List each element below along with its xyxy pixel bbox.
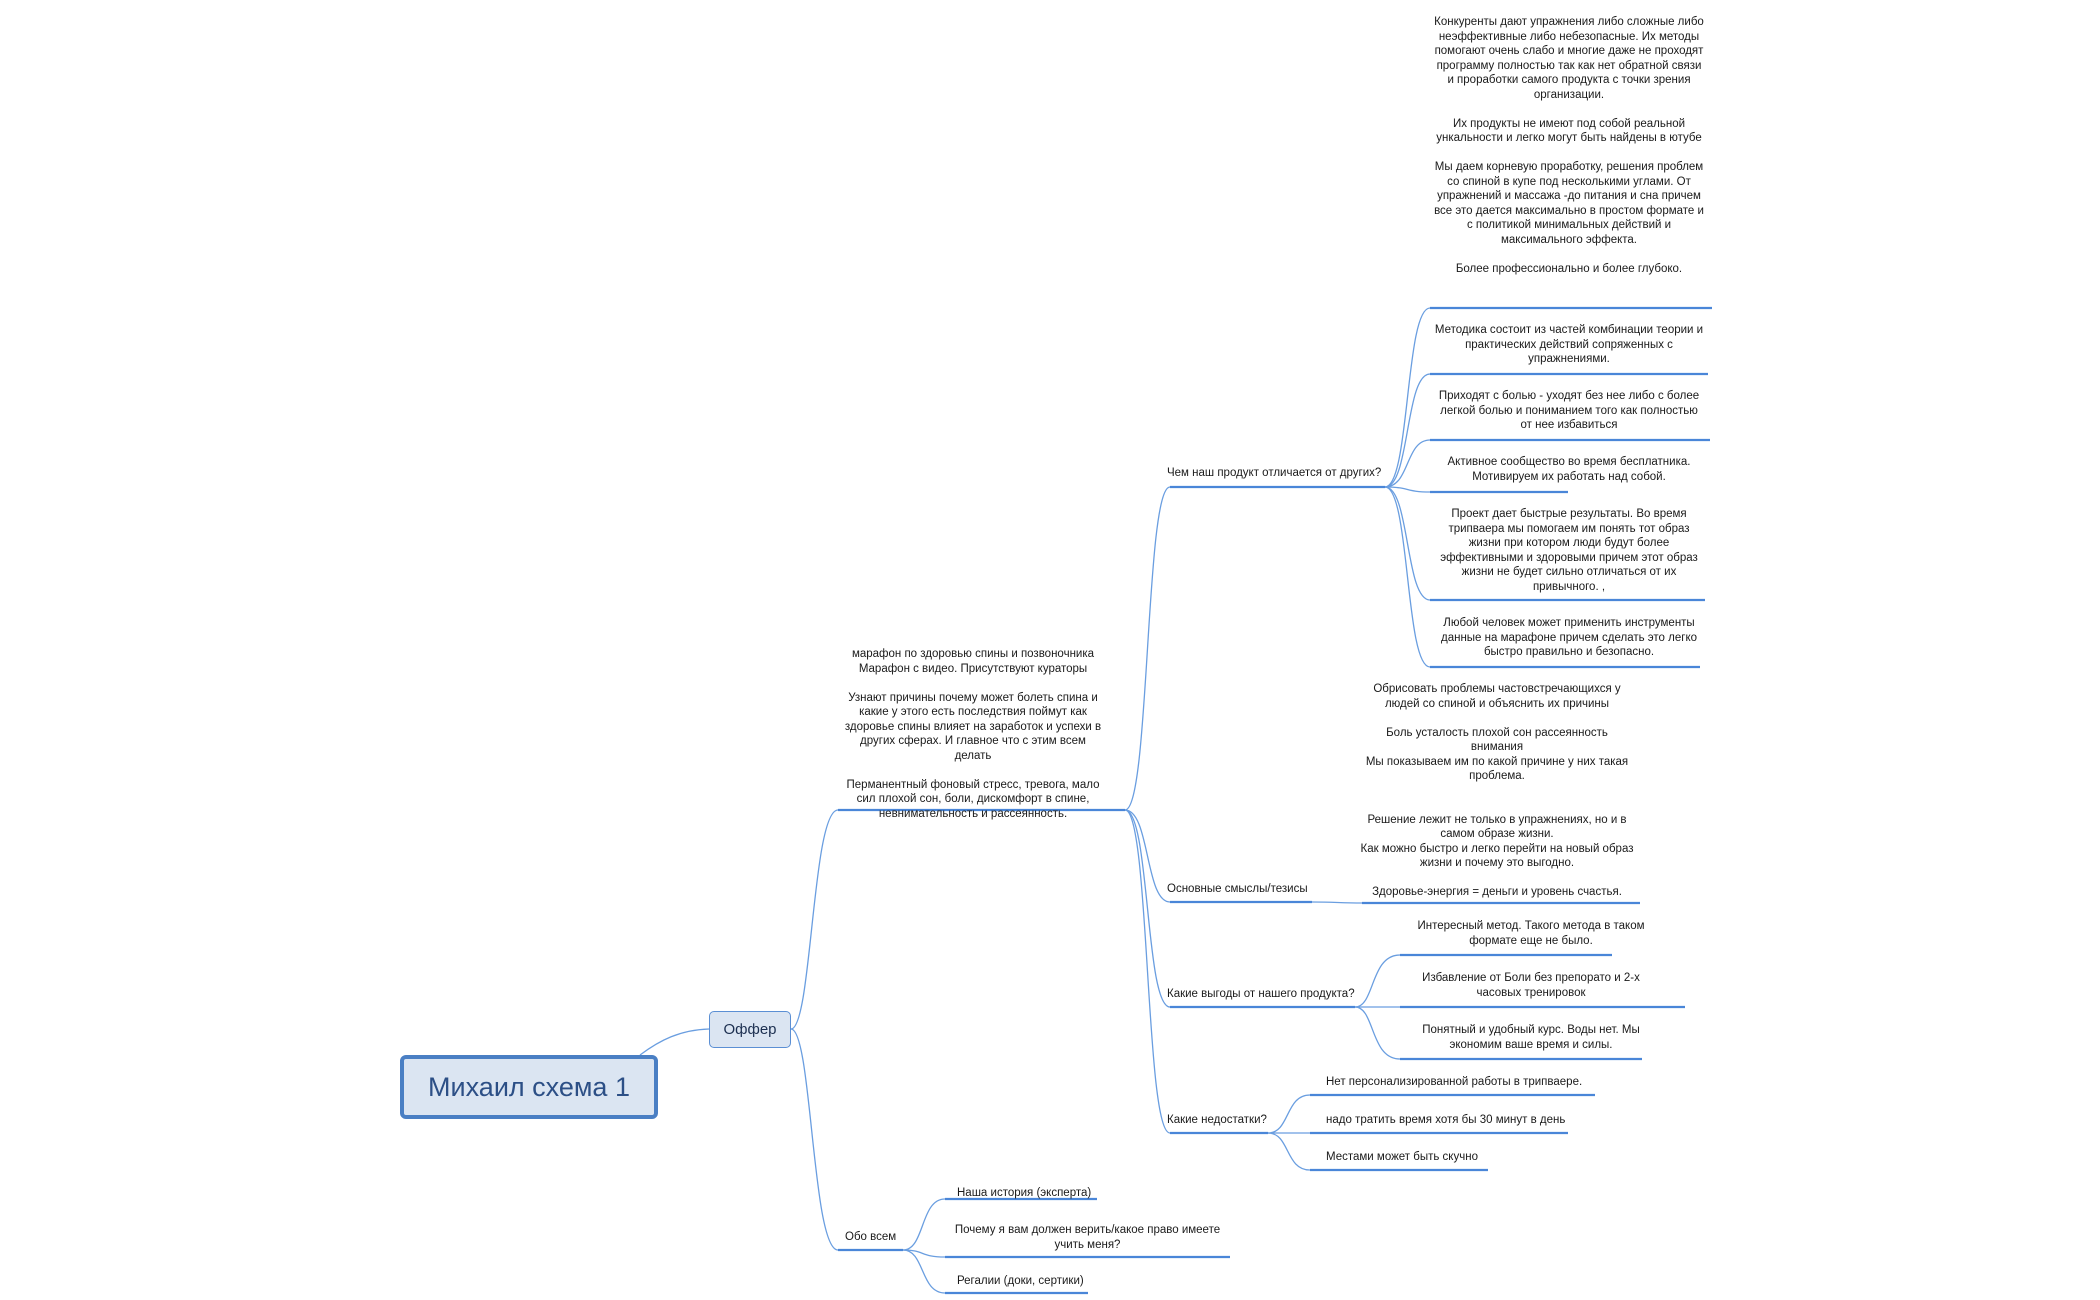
diff-item-results[interactable]: Проект дает быстрые результаты. Во время… bbox=[1440, 508, 1698, 593]
topic-benefits[interactable]: Какие выгоды от нашего продукта? bbox=[1167, 988, 1355, 1000]
diff-item-pain[interactable]: Приходят с болью - уходят без нее либо с… bbox=[1438, 390, 1700, 431]
diff-item-anyone[interactable]: Любой человек может применить инструмент… bbox=[1440, 617, 1697, 658]
about-item-story[interactable]: Наша история (эксперта) bbox=[957, 1187, 1092, 1199]
diff-item-competitors[interactable]: Конкуренты дают упражнения либо сложные … bbox=[1434, 16, 1704, 275]
topic-cons[interactable]: Какие недостатки? bbox=[1167, 1114, 1267, 1126]
con-item-personal[interactable]: Нет персонализированной работы в трипвае… bbox=[1326, 1076, 1583, 1088]
con-item-time[interactable]: надо тратить время хотя бы 30 минут в де… bbox=[1326, 1114, 1566, 1126]
topic-marathon[interactable]: марафон по здоровью спины и позвоночника… bbox=[844, 648, 1102, 820]
topic-about[interactable]: Обо всем bbox=[845, 1231, 897, 1243]
theses-text[interactable]: Обрисовать проблемы частовстречающихся у… bbox=[1360, 683, 1634, 898]
about-item-trust[interactable]: Почему я вам должен верить/какое право и… bbox=[954, 1224, 1221, 1251]
about-item-regalia[interactable]: Регалии (доки, сертики) bbox=[957, 1275, 1084, 1287]
benefit-item-no-pain[interactable]: Избавление от Боли без препорато и 2-х ч… bbox=[1422, 972, 1640, 999]
central-topic[interactable]: Михаил схема 1 bbox=[400, 1055, 658, 1119]
diff-item-community[interactable]: Активное сообщество во время бесплатника… bbox=[1447, 456, 1691, 483]
con-item-boring[interactable]: Местами может быть скучно bbox=[1326, 1151, 1478, 1163]
topic-diff[interactable]: Чем наш продукт отличается от других? bbox=[1167, 467, 1382, 479]
benefit-item-convenient[interactable]: Понятный и удобный курс. Воды нет. Мы эк… bbox=[1422, 1024, 1640, 1051]
topic-theses[interactable]: Основные смыслы/тезисы bbox=[1167, 883, 1308, 895]
benefit-item-method[interactable]: Интересный метод. Такого метода в таком … bbox=[1417, 920, 1645, 947]
topic-offer[interactable]: Оффер bbox=[709, 1011, 791, 1048]
diff-item-method[interactable]: Методика состоит из частей комбинации те… bbox=[1434, 324, 1704, 365]
